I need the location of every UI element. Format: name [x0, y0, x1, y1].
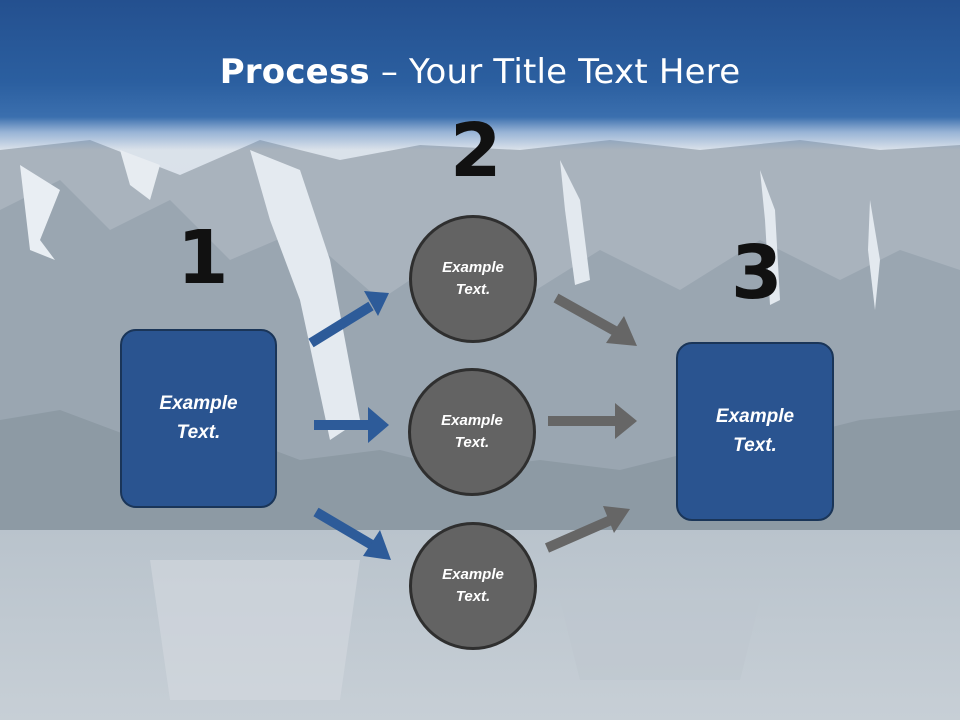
circle-middle-line1: Example [441, 411, 503, 429]
circle-top-line1: Example [442, 258, 504, 276]
title-rest-part: – Your Title Text Here [369, 52, 741, 92]
circle-bottom-line2: Text. [455, 588, 491, 605]
step-number-2: 2 [450, 108, 502, 194]
title-header-bar [0, 0, 960, 150]
right-box-line1: Example [715, 406, 795, 427]
gray-arrow-right [548, 403, 637, 439]
blue-arrow-right [314, 407, 389, 443]
left-box-line2: Text. [176, 421, 221, 443]
circle-bottom-line1: Example [442, 565, 504, 583]
circle-top-line2: Text. [455, 281, 491, 298]
title-bold-part: Process [219, 52, 370, 92]
circle-middle-line2: Text. [454, 434, 490, 451]
left-box-line1: Example [159, 393, 238, 414]
gray-arrow-up [544, 506, 630, 553]
right-box-line2: Text. [733, 434, 777, 456]
step-number-1: 1 [177, 215, 229, 301]
blue-arrow-down [313, 507, 391, 560]
slide-title: Process – Your Title Text Here [0, 52, 960, 92]
gray-arrow-down [553, 293, 637, 346]
blue-arrow-up [308, 291, 389, 348]
step-number-3: 3 [731, 230, 783, 316]
